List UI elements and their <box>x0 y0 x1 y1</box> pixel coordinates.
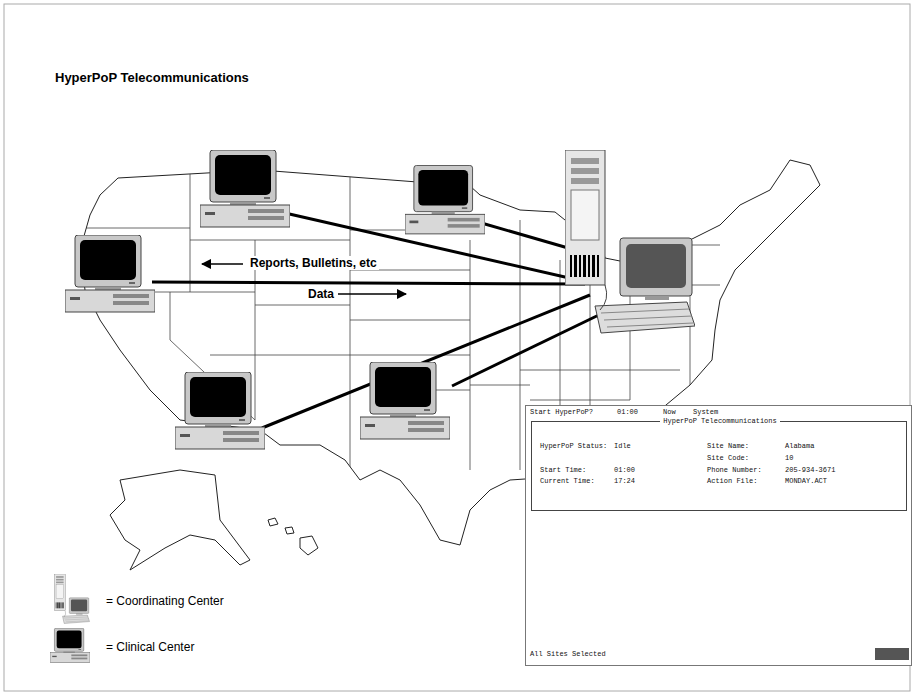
alaska-outline <box>110 470 250 570</box>
screen-text: All Sites Selected <box>530 650 606 658</box>
hawaii-outline <box>268 518 278 526</box>
screen-text: Alabama <box>785 442 814 450</box>
hawaii-outline <box>285 527 294 534</box>
screen-text: 01:00 <box>614 466 635 474</box>
clinical-center-icon <box>200 150 290 227</box>
clinical-center-icon <box>360 362 450 439</box>
screen-text: Idle <box>614 442 631 450</box>
screen-text: 01:00 <box>617 408 638 416</box>
diagram-title: HyperPoP Telecommunications <box>55 70 249 85</box>
hawaii-outline <box>300 536 318 555</box>
telecom-link <box>452 312 605 386</box>
status-panel: HyperPoP TelecommunicationsHyperPoP Stat… <box>531 421 907 511</box>
telecom-link <box>152 282 585 284</box>
screen-text: HyperPoP Status: <box>540 442 607 450</box>
screen-text: 10 <box>785 454 793 462</box>
flow-label: Data <box>306 287 336 301</box>
clinical-center-icon <box>65 235 155 312</box>
screen-text: Now <box>663 408 676 416</box>
screen-text: Site Code: <box>707 454 749 462</box>
screen-text: System <box>693 408 718 416</box>
screen-text: 17:24 <box>614 477 635 485</box>
screen-text: 205-934-3671 <box>785 466 835 474</box>
flow-label: Reports, Bulletins, etc <box>248 256 379 270</box>
screen-text: Start Time: <box>540 466 586 474</box>
legend-coordinating-icon <box>54 574 89 623</box>
legend-clinical-icon <box>50 628 90 662</box>
flow-arrow <box>338 293 406 295</box>
clinical-center-icon <box>405 165 485 233</box>
telecom-link <box>478 222 575 250</box>
coordinating-center-icon <box>565 150 695 333</box>
terminal-screen: Start HyperPoP? 01:00 Now SystemAll Sites S… <box>525 405 912 666</box>
clinical-center-icon <box>175 372 265 449</box>
screen-text: Phone Number: <box>707 466 762 474</box>
legend-label: = Clinical Center <box>106 640 194 654</box>
screen-text: Site Name: <box>707 442 749 450</box>
panel-title: HyperPoP Telecommunications <box>660 417 779 425</box>
flow-arrow <box>202 263 243 265</box>
legend-label: = Coordinating Center <box>106 594 224 608</box>
screen-text: MONDAY.ACT <box>785 477 827 485</box>
screen-text: Current Time: <box>540 477 595 485</box>
screen-text: Start HyperPoP? <box>530 408 593 416</box>
screen-text: Action File: <box>707 477 757 485</box>
